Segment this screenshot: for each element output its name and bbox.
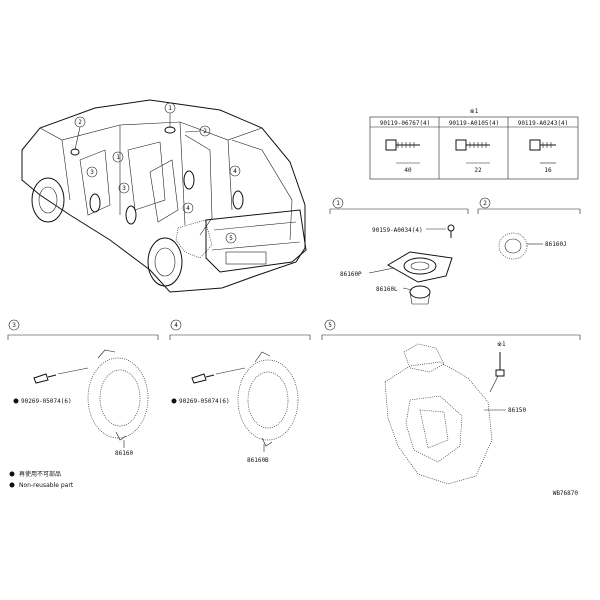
section-5-bolt-mark: ※1 — [497, 341, 506, 348]
bolt-table-mark: ※1 — [470, 108, 479, 115]
section-2-number: 2 — [483, 200, 487, 207]
speaker-86160j-icon — [498, 232, 528, 260]
screw-icon — [447, 224, 455, 238]
legend-line-1: 再使用不可部品 — [19, 470, 61, 478]
bolt-table: ※1 90119-06767(4) 90119-A0105(4) 90119-A… — [369, 108, 579, 180]
bolt-2-length: 22 — [474, 167, 482, 174]
non-reusable-mark — [9, 482, 15, 488]
section-3-screw-label: 90269-05074(6) — [21, 398, 72, 405]
subwoofer-86150-icon — [384, 343, 493, 485]
callout-4b: 4 — [186, 205, 190, 212]
callout-1b: 1 — [116, 154, 120, 161]
section-1-screw-label: 90159-A0034(4) — [372, 227, 423, 234]
legend: 再使用不可部品 Non-reusable part — [9, 470, 74, 489]
section-4-part: 86160B — [247, 457, 269, 464]
section-1-part-b: 86160L — [376, 286, 398, 293]
bolt-1-part-no: 90119-06767(4) — [380, 120, 431, 127]
bolt-3-length: 16 — [544, 167, 552, 174]
section-3-number: 3 — [12, 322, 16, 329]
callout-3: 3 — [90, 169, 94, 176]
screw-icon — [33, 373, 57, 384]
figure-code: WB76870 — [553, 490, 579, 497]
callout-2: 2 — [78, 119, 82, 126]
callout-4: 4 — [233, 168, 237, 175]
callout-5: 5 — [229, 235, 233, 242]
vehicle-cutaway-illustration — [21, 99, 307, 293]
non-reusable-mark — [13, 398, 19, 404]
speaker-bracket-86160p-icon — [387, 251, 453, 283]
section-4-number: 4 — [174, 322, 178, 329]
non-reusable-mark — [9, 471, 15, 477]
section-2: 2 86160J — [477, 197, 581, 260]
bolt-40-icon — [385, 139, 420, 164]
section-4: 4 90269-05074(6) 86160B — [169, 319, 311, 464]
legend-line-2: Non-reusable part — [19, 482, 74, 489]
section-5: 5 ※1 86150 — [321, 319, 581, 485]
section-4-screw-label: 90269-05074(6) — [179, 398, 230, 405]
speaker-86160-icon — [87, 349, 149, 441]
callout-2b: 2 — [203, 128, 207, 135]
bolt-icon — [495, 352, 505, 377]
section-5-number: 5 — [328, 322, 332, 329]
section-3-part: 86160 — [115, 450, 133, 457]
bolt-1-length: 40 — [404, 167, 412, 174]
vehicle-callouts: 2 1 2 1 3 3 4 4 5 — [74, 102, 241, 244]
speaker-86160l-icon — [409, 285, 431, 305]
section-5-part: 86150 — [508, 407, 526, 414]
screw-icon — [191, 373, 215, 384]
section-1-number: 1 — [336, 200, 340, 207]
bolt-2-part-no: 90119-A0105(4) — [449, 120, 500, 127]
section-1: 1 90159-A0034(4) 86160P 86160L — [329, 197, 469, 305]
section-1-part-a: 86160P — [340, 271, 362, 278]
speaker-86160b-icon — [237, 351, 299, 447]
non-reusable-mark — [171, 398, 177, 404]
bolt-3-part-no: 90119-A0243(4) — [518, 120, 569, 127]
section-3: 3 90269-05074(6) 86160 — [7, 319, 159, 457]
bolt-16-icon — [529, 139, 556, 164]
callout-1: 1 — [168, 105, 172, 112]
section-2-part: 86160J — [545, 241, 567, 248]
bolt-22-icon — [455, 139, 490, 164]
callout-3b: 3 — [122, 185, 126, 192]
